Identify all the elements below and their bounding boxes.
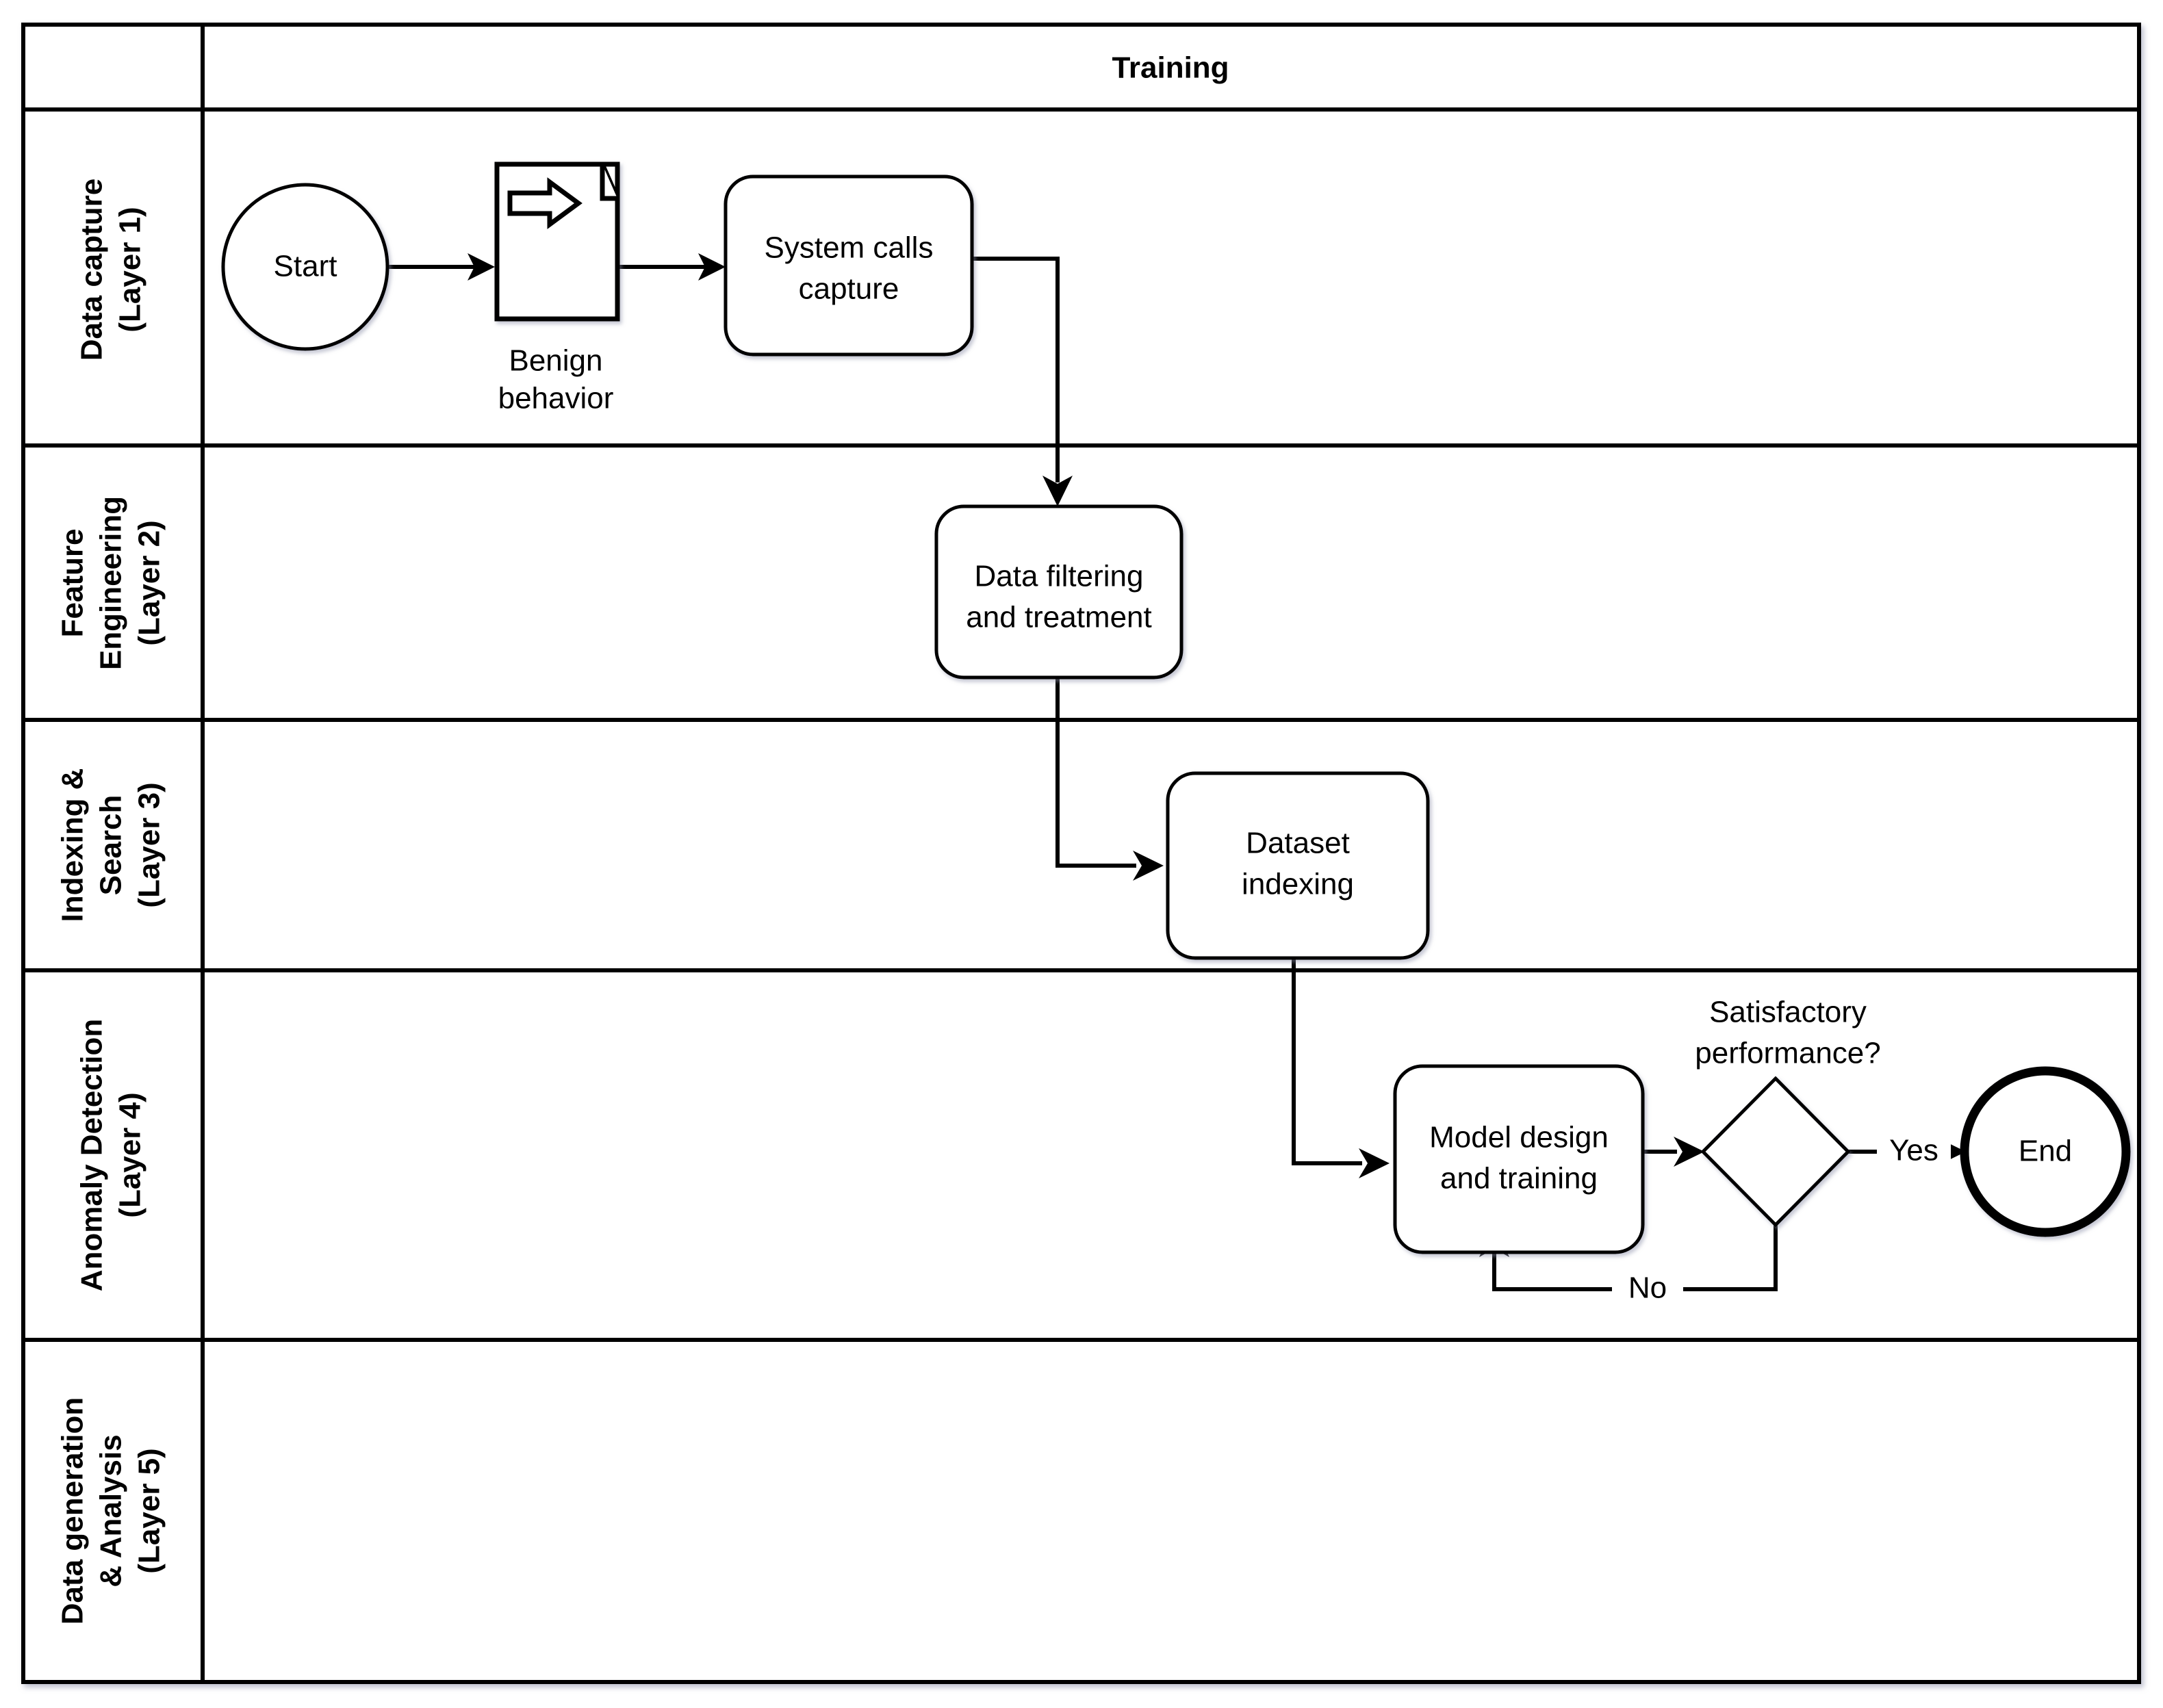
svg-text:Anomaly Detection: Anomaly Detection (75, 1019, 109, 1292)
lane-label-data-generation: Data generation & Analysis (Layer 5) (56, 1397, 166, 1625)
node-model-design-training[interactable]: Model design and training (1393, 1064, 1645, 1254)
svg-text:Engineering: Engineering (94, 496, 128, 670)
svg-text:(Layer 2): (Layer 2) (133, 520, 166, 645)
edge-syscalls-to-filtering (972, 257, 1073, 506)
node-end-label: End (2019, 1135, 2072, 1168)
edge-decision-to-end-yes: Yes (1848, 1128, 1966, 1176)
edge-filtering-to-indexing (1055, 677, 1164, 881)
node-end[interactable]: End (1960, 1066, 2131, 1237)
node-start[interactable]: Start (221, 183, 389, 351)
edge-indexing-to-training (1292, 958, 1390, 1178)
lane-label-indexing-search: Indexing & Search (Layer 3) (56, 768, 166, 922)
svg-text:Data generation: Data generation (56, 1397, 90, 1625)
svg-text:Search: Search (94, 795, 128, 896)
node-benign-label-line2: behavior (498, 382, 614, 415)
node-data-filtering[interactable]: Data filtering and treatment (934, 504, 1183, 680)
node-start-label: Start (274, 250, 337, 283)
node-benign-label-line1: Benign (509, 344, 602, 378)
lane-label-data-capture: Data capture (Layer 1) (75, 179, 147, 361)
node-dataset-indexing[interactable]: Dataset indexing (1166, 771, 1430, 960)
node-filtering-label-line2: and treatment (966, 601, 1152, 634)
edge-label-yes: Yes (1889, 1134, 1938, 1167)
node-indexing-label-line2: indexing (1242, 868, 1354, 901)
svg-text:Indexing &: Indexing & (56, 768, 90, 922)
document-arrow-icon (494, 161, 620, 322)
node-system-calls-capture[interactable]: System calls capture (724, 174, 974, 357)
edge-benign-to-syscalls (619, 253, 726, 281)
svg-text:(Layer 1): (Layer 1) (114, 207, 147, 332)
node-training-label-line1: Model design (1429, 1121, 1609, 1154)
node-decision-label-line1: Satisfactory (1709, 996, 1867, 1029)
lane-label-feature-engineering: Feature Engineering (Layer 2) (56, 496, 166, 670)
svg-text:(Layer 3): (Layer 3) (133, 782, 166, 907)
node-benign-behavior[interactable]: Benign behavior (494, 161, 620, 415)
lane-label-anomaly-detection: Anomaly Detection (Layer 4) (75, 1019, 147, 1292)
node-decision-satisfactory-performance[interactable]: Satisfactory performance? (1685, 987, 1891, 1228)
edge-label-no: No (1628, 1271, 1667, 1305)
edge-start-to-benign (387, 253, 495, 281)
svg-text:(Layer 5): (Layer 5) (133, 1448, 166, 1573)
node-filtering-label-line1: Data filtering (974, 560, 1143, 593)
svg-text:Data capture: Data capture (75, 179, 109, 361)
svg-text:& Analysis: & Analysis (94, 1434, 128, 1587)
node-syscalls-label-line2: capture (799, 272, 899, 306)
svg-text:(Layer 4): (Layer 4) (114, 1092, 147, 1217)
pool-title: Training (1112, 51, 1229, 85)
node-syscalls-label-line1: System calls (765, 231, 934, 265)
node-indexing-label-line1: Dataset (1246, 827, 1350, 860)
node-training-label-line2: and training (1440, 1162, 1598, 1195)
svg-text:Feature: Feature (56, 529, 90, 638)
edge-training-to-decision (1643, 1137, 1704, 1167)
node-decision-label-line2: performance? (1695, 1037, 1880, 1070)
